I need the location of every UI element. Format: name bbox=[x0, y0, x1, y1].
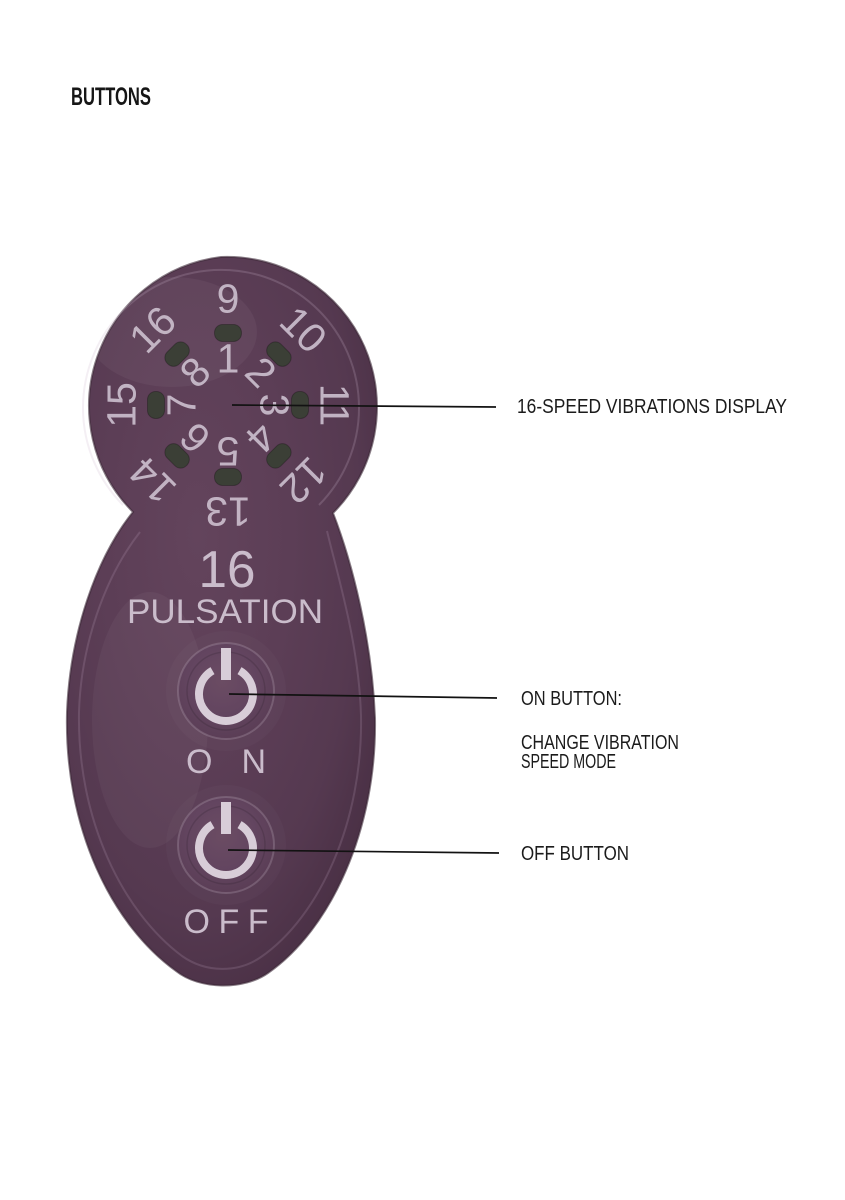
label-off-title: OFF BUTTON bbox=[521, 843, 629, 865]
remote-control-device: 1 2 3 4 5 6 7 8 9 10 11 12 13 14 15 16 1… bbox=[65, 255, 378, 987]
off-button[interactable] bbox=[166, 785, 286, 905]
dial-number-7: 7 bbox=[159, 394, 205, 417]
power-icon bbox=[195, 802, 257, 879]
mode-count-label: 16 bbox=[199, 541, 256, 599]
body-groove bbox=[77, 530, 363, 970]
label-on-title: ON BUTTON: bbox=[521, 688, 622, 710]
label-on-desc-line2: SPEED MODE bbox=[521, 751, 616, 773]
led-indicator bbox=[214, 468, 242, 486]
off-label: OFF bbox=[184, 903, 269, 941]
device-body-shape bbox=[65, 255, 378, 987]
led-indicator bbox=[266, 443, 292, 469]
power-icon bbox=[195, 648, 257, 725]
dial-number-9: 9 bbox=[217, 276, 240, 322]
led-indicator bbox=[147, 391, 165, 419]
dial-number-1: 1 bbox=[217, 336, 240, 382]
callout-line-on bbox=[228, 693, 498, 699]
dial-number-15: 15 bbox=[99, 382, 145, 428]
body-highlight bbox=[92, 592, 208, 848]
head-highlight bbox=[87, 277, 257, 387]
led-indicator bbox=[266, 341, 292, 367]
dial-number-13: 13 bbox=[205, 489, 251, 535]
callout-line-display bbox=[231, 404, 497, 408]
head-groove bbox=[82, 268, 360, 506]
led-indicator bbox=[214, 324, 242, 342]
on-button-disc bbox=[177, 642, 275, 740]
page-title: BUTTONS bbox=[71, 83, 151, 111]
led-indicator bbox=[164, 443, 190, 469]
on-button[interactable] bbox=[166, 631, 286, 751]
callout-line-off bbox=[227, 849, 500, 854]
mode-name-label: PULSATION bbox=[127, 593, 323, 631]
label-display: 16-SPEED VIBRATIONS DISPLAY bbox=[517, 396, 787, 418]
off-button-disc bbox=[177, 796, 275, 894]
label-on-desc-line1: CHANGE VIBRATION bbox=[521, 732, 679, 754]
dial-number-5: 5 bbox=[217, 429, 240, 475]
led-indicator bbox=[164, 341, 190, 367]
